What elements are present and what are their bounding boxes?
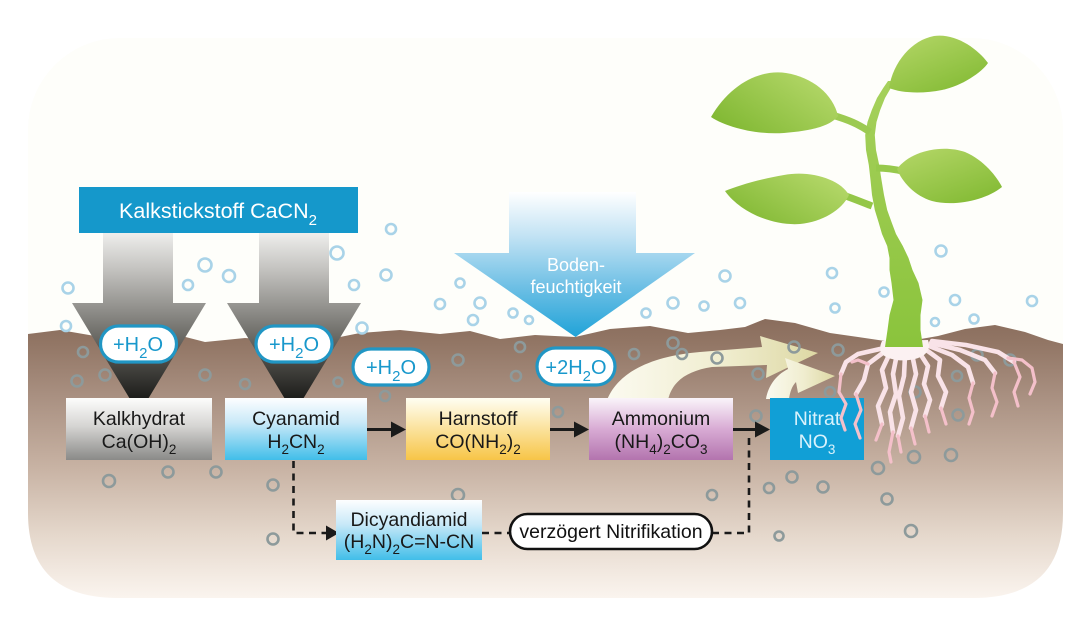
svg-text:CO(NH2)2: CO(NH2)2 <box>435 431 520 457</box>
svg-text:H2CN2: H2CN2 <box>267 431 324 457</box>
svg-text:Harnstoff: Harnstoff <box>439 408 518 430</box>
svg-text:feuchtigkeit: feuchtigkeit <box>530 277 621 297</box>
svg-text:(NH4)2CO3: (NH4)2CO3 <box>615 431 708 457</box>
svg-text:Boden-: Boden- <box>547 255 605 275</box>
svg-text:Ca(OH)2: Ca(OH)2 <box>102 431 177 457</box>
svg-text:Cyanamid: Cyanamid <box>252 408 340 430</box>
svg-text:Kalkhydrat: Kalkhydrat <box>93 408 186 430</box>
svg-text:verzögert Nitrifikation: verzögert Nitrifikation <box>519 521 702 543</box>
svg-text:Nitrat: Nitrat <box>794 408 841 430</box>
svg-text:Dicyandiamid: Dicyandiamid <box>350 509 467 531</box>
svg-text:Ammonium: Ammonium <box>612 408 711 430</box>
